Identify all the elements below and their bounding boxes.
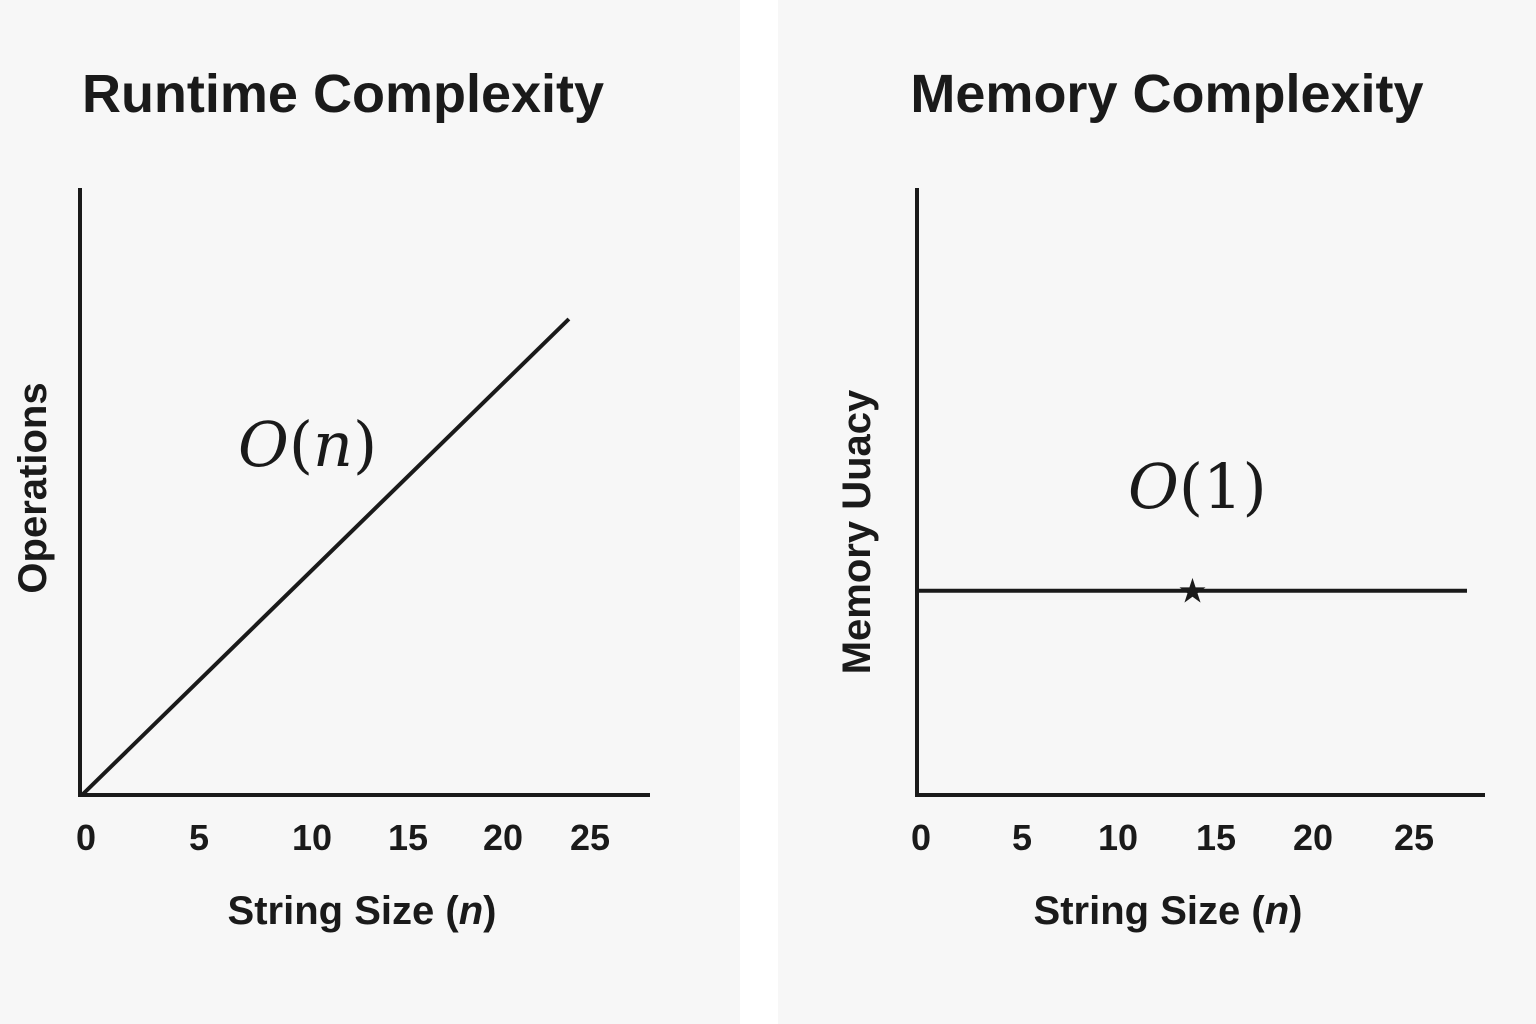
runtime-annotation-close: ) — [353, 408, 377, 481]
runtime-x-tick-label: 25 — [570, 817, 610, 858]
runtime-x-tick-label: 10 — [292, 817, 332, 858]
memory-annotation-big: O — [1128, 450, 1179, 523]
runtime-y-axis-label: Operations — [11, 382, 55, 593]
runtime-x-ticks: 0 5 10 15 20 25 — [76, 817, 610, 858]
runtime-big-o-annotation: O(n) — [238, 408, 377, 481]
runtime-x-tick-label: 15 — [388, 817, 428, 858]
memory-x-axis-label: String Size (n) — [1034, 889, 1303, 933]
runtime-series-line — [80, 317, 571, 797]
memory-annotation-open: ( — [1179, 450, 1203, 523]
memory-annotation-var: 1 — [1203, 450, 1242, 523]
memory-x-tick-label: 5 — [1012, 817, 1032, 858]
memory-y-axis-label: Memory Uuacy — [835, 389, 879, 674]
memory-chart: Memory Complexity Memory Uuacy String Si… — [835, 64, 1485, 933]
memory-series-group: ★ — [918, 572, 1467, 612]
runtime-x-axis-label-var: n — [459, 889, 483, 933]
memory-x-tick-label: 10 — [1098, 817, 1138, 858]
runtime-x-axis-label-close: ) — [483, 889, 496, 933]
runtime-x-axis-label-main: String Size ( — [228, 889, 460, 933]
memory-x-ticks: 0 5 10 15 20 25 — [911, 817, 1434, 858]
runtime-chart-title: Runtime Complexity — [82, 64, 604, 124]
memory-x-tick-label: 15 — [1196, 817, 1236, 858]
memory-x-axis-label-close: ) — [1289, 889, 1302, 933]
runtime-x-tick-label: 5 — [189, 817, 209, 858]
memory-annotation-close: ) — [1243, 450, 1267, 523]
runtime-x-axis-label: String Size (n) — [228, 889, 497, 933]
memory-x-tick-label: 25 — [1394, 817, 1434, 858]
memory-panel — [778, 0, 1536, 1024]
runtime-x-tick-label: 0 — [76, 817, 96, 858]
runtime-series-group — [80, 317, 571, 797]
runtime-annotation-open: ( — [289, 408, 313, 481]
memory-big-o-annotation: O(1) — [1128, 450, 1267, 523]
memory-x-axis-label-main: String Size ( — [1034, 889, 1266, 933]
runtime-annotation-var: n — [313, 408, 353, 481]
runtime-x-tick-label: 20 — [483, 817, 523, 858]
memory-x-tick-label: 0 — [911, 817, 931, 858]
memory-x-tick-label: 20 — [1293, 817, 1333, 858]
runtime-annotation-big: O — [238, 408, 289, 481]
memory-star-marker: ★ — [1177, 572, 1207, 612]
runtime-chart: Runtime Complexity Operations String Siz… — [11, 64, 650, 933]
memory-x-axis-label-var: n — [1265, 889, 1289, 933]
memory-chart-title: Memory Complexity — [910, 64, 1423, 124]
